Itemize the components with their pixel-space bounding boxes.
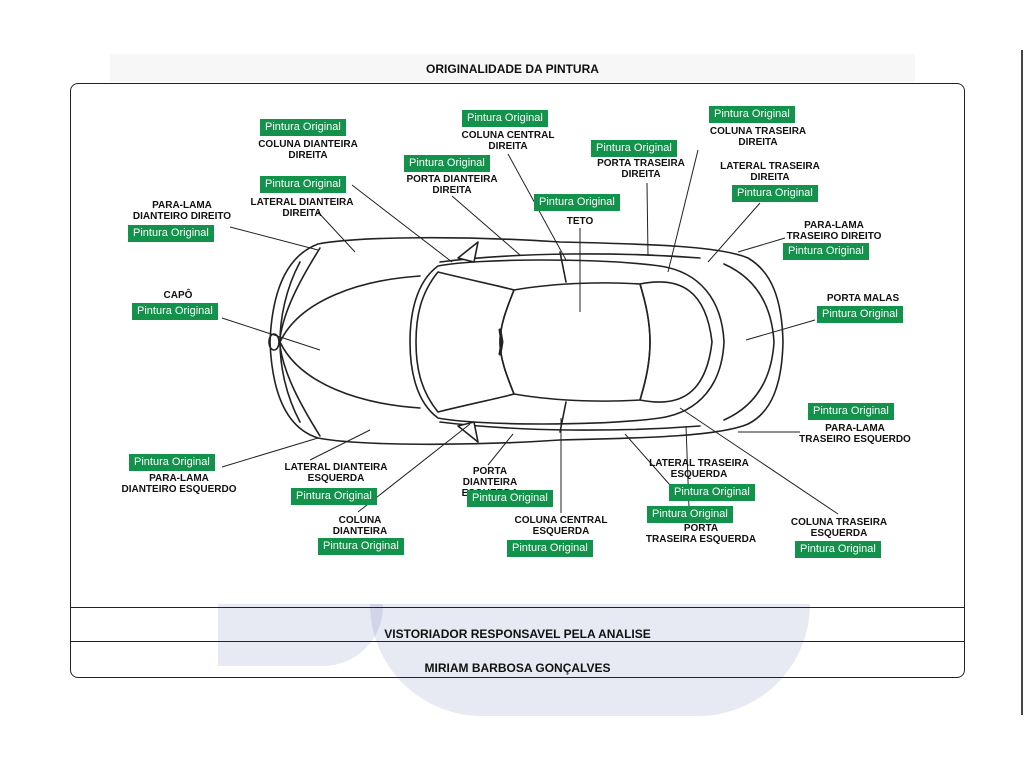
page-edge-line bbox=[1021, 50, 1023, 715]
badge-coluna-central-esquerda: Pintura Original bbox=[507, 540, 593, 557]
cabin-outline bbox=[409, 259, 725, 425]
badge-lateral-dianteira-direita: Pintura Original bbox=[260, 176, 346, 193]
label-porta-malas: PORTA MALAS bbox=[826, 293, 900, 304]
document-title: ORIGINALIDADE DA PINTURA bbox=[426, 62, 599, 76]
label-coluna-traseira-esquerda: COLUNA TRASEIRA ESQUERDA bbox=[790, 517, 888, 539]
label-porta-traseira-esquerda: PORTA TRASEIRA ESQUERDA bbox=[645, 523, 757, 545]
divider-1 bbox=[70, 607, 965, 608]
badge-porta-dianteira-esquerda: Pintura Original bbox=[467, 490, 553, 507]
badge-porta-traseira-esquerda: Pintura Original bbox=[647, 506, 733, 523]
diagram-frame bbox=[70, 83, 965, 678]
badge-porta-traseira-direita: Pintura Original bbox=[591, 140, 677, 157]
badge-para-lama-traseiro-direito: Pintura Original bbox=[783, 243, 869, 260]
label-teto: TETO bbox=[566, 216, 594, 227]
label-para-lama-traseiro-esquerdo: PARA-LAMA TRASEIRO ESQUERDO bbox=[799, 423, 911, 445]
badge-lateral-traseira-esquerda: Pintura Original bbox=[669, 484, 755, 501]
label-lateral-dianteira-esquerda: LATERAL DIANTEIRA ESQUERDA bbox=[284, 462, 388, 484]
badge-para-lama-traseiro-esquerdo: Pintura Original bbox=[808, 403, 894, 420]
label-lateral-traseira-direita: LATERAL TRASEIRA DIREITA bbox=[720, 161, 820, 183]
label-lateral-traseira-esquerda: LATERAL TRASEIRA ESQUERDA bbox=[649, 458, 749, 480]
watermark-left bbox=[218, 604, 383, 666]
label-lateral-dianteira-direita: LATERAL DIANTEIRA DIREITA bbox=[250, 197, 354, 219]
badge-coluna-dianteira-direita: Pintura Original bbox=[260, 119, 346, 136]
label-para-lama-traseiro-direito: PARA-LAMA TRASEIRO DIREITO bbox=[786, 220, 882, 242]
badge-coluna-central-direita: Pintura Original bbox=[462, 110, 548, 127]
label-para-lama-dianteiro-esquerdo: PARA-LAMA DIANTEIRO ESQUERDO bbox=[121, 473, 237, 495]
label-capo: CAPÔ bbox=[163, 290, 193, 301]
badge-capo: Pintura Original bbox=[132, 303, 218, 320]
label-porta-traseira-direita: PORTA TRASEIRA DIREITA bbox=[597, 158, 685, 180]
document-title-bar: ORIGINALIDADE DA PINTURA bbox=[110, 54, 915, 82]
badge-coluna-dianteira-esquerda: Pintura Original bbox=[318, 538, 404, 555]
badge-para-lama-dianteiro-esquerdo: Pintura Original bbox=[129, 454, 215, 471]
badge-coluna-traseira-esquerda: Pintura Original bbox=[795, 541, 881, 558]
label-coluna-central-esquerda: COLUNA CENTRAL ESQUERDA bbox=[514, 515, 608, 537]
badge-para-lama-dianteiro-direito: Pintura Original bbox=[128, 225, 214, 242]
badge-lateral-traseira-direita: Pintura Original bbox=[732, 185, 818, 202]
badge-lateral-dianteira-esquerda: Pintura Original bbox=[291, 488, 377, 505]
inspector-name: MIRIAM BARBOSA GONÇALVES bbox=[424, 661, 611, 675]
label-porta-dianteira-direita: PORTA DIANTEIRA DIREITA bbox=[406, 174, 498, 196]
badge-porta-malas: Pintura Original bbox=[817, 306, 903, 323]
inspector-heading: VISTORIADOR RESPONSAVEL PELA ANALISE bbox=[384, 627, 651, 641]
label-coluna-dianteira-direita: COLUNA DIANTEIRA DIREITA bbox=[258, 139, 358, 161]
roof bbox=[499, 282, 651, 402]
badge-coluna-traseira-direita: Pintura Original bbox=[709, 106, 795, 123]
label-para-lama-dianteiro-direito: PARA-LAMA DIANTEIRO DIREITO bbox=[132, 200, 232, 222]
label-coluna-traseira-direita: COLUNA TRASEIRA DIREITA bbox=[709, 126, 807, 148]
badge-porta-dianteira-direita: Pintura Original bbox=[404, 155, 490, 172]
car-body-outline bbox=[269, 236, 784, 446]
badge-teto: Pintura Original bbox=[534, 194, 620, 211]
divider-2 bbox=[70, 641, 965, 642]
label-coluna-central-direita: COLUNA CENTRAL DIREITA bbox=[461, 130, 555, 152]
watermark-right bbox=[370, 604, 810, 716]
